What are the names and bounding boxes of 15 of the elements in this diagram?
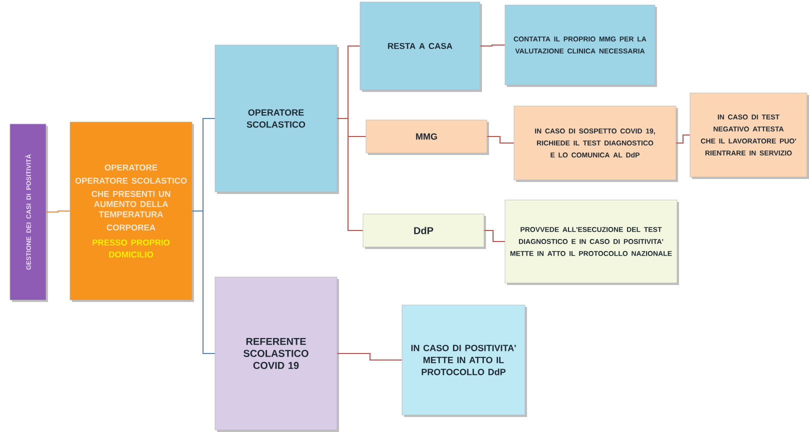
process-box: OPERATORE OPERATORE SCOLASTICO CHE PRESENTI UN AUMENTO DELLA TEMPERATURA CORPOREA PRESSO PROPRIO DOMICILIO	[70, 122, 192, 300]
connector-line	[336, 353, 402, 360]
connector-line	[46, 210, 70, 212]
connector-line	[336, 118, 364, 231]
connector-line	[192, 210, 216, 354]
process-box: REFERENTE SCOLASTICO COVID 19	[214, 276, 338, 430]
connector-line	[676, 134, 690, 144]
process-box: OPERATORE SCOLASTICO	[214, 44, 338, 192]
process-box: DdP	[362, 214, 484, 248]
process-box: RESTA A CASA	[360, 2, 480, 90]
connector-line	[480, 44, 506, 46]
connector-line	[486, 136, 514, 144]
connector-line	[484, 230, 506, 242]
process-box: MMG	[366, 120, 488, 154]
process-box: IN CASO DI POSITIVITA' METTE IN ATTO IL PROTOCOLLO DdP	[402, 304, 526, 416]
